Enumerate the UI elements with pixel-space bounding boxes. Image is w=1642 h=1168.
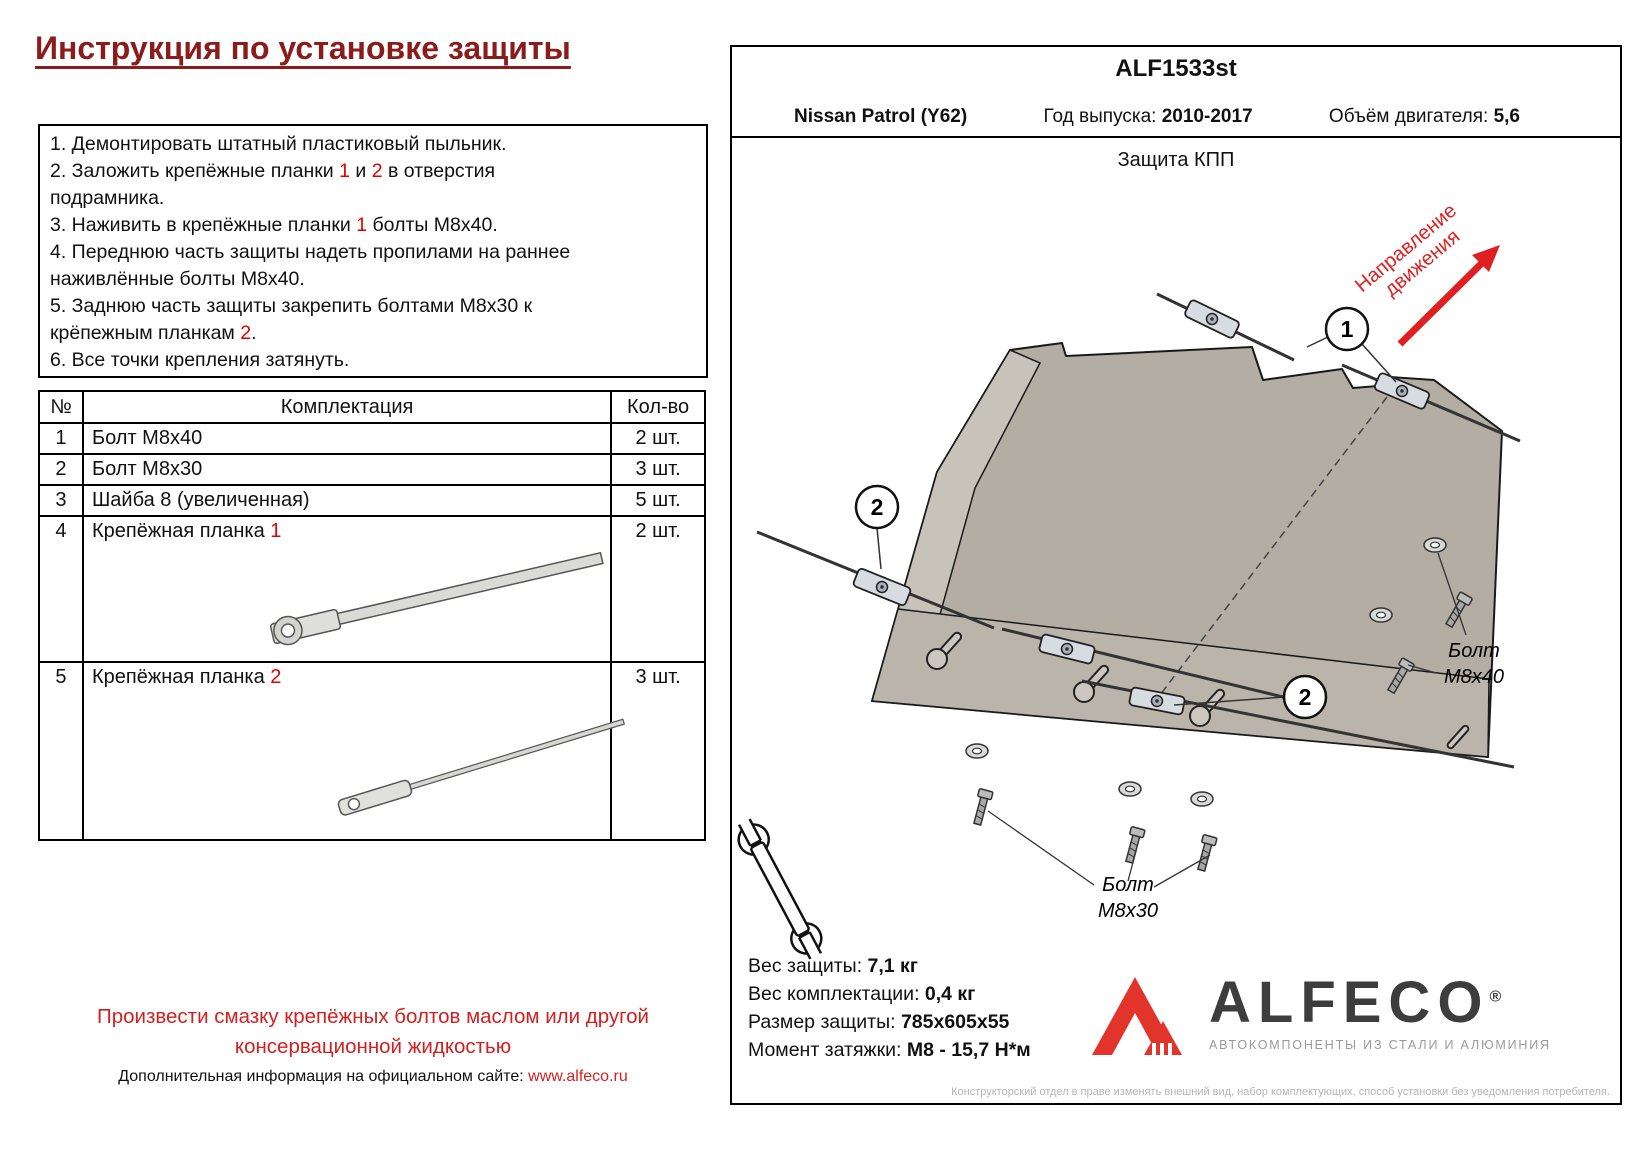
table-row: 4 Крепёжная планка 1 2 шт. [38, 515, 706, 663]
mounting-strip-top-right [1341, 363, 1521, 443]
bolt-m8x30 [1124, 826, 1146, 864]
stat-size: Размер защиты: 785x605x55 [748, 1011, 1010, 1033]
bolt-m8x30-label: Болт М8х30 [1098, 874, 1158, 922]
table-row: 1 Болт М8х40 2 шт. [38, 422, 706, 455]
alfeco-logo: ALFECO® АВТОКОМПОНЕНТЫ ИЗ СТАЛИ И АЛЮМИН… [1090, 970, 1551, 1058]
side-slot [1446, 724, 1470, 750]
svg-text:2: 2 [871, 494, 884, 520]
bracket-strip-2-image [337, 718, 626, 816]
washer [965, 743, 989, 759]
site-link[interactable]: www.alfeco.ru [528, 1068, 628, 1085]
stat-weight: Вес защиты: 7,1 кг [748, 955, 918, 977]
svg-text:1: 1 [1341, 316, 1354, 342]
bolt-m8x30 [1196, 834, 1218, 872]
washer [1423, 537, 1447, 553]
bolt-m8x40 [1444, 591, 1473, 629]
direction-arrow: Направление движения [1351, 196, 1500, 347]
mounting-strip-middle [1001, 627, 1313, 706]
bolt-m8x40 [1386, 657, 1415, 695]
drawing-title: Защита КПП [1117, 149, 1235, 171]
lubrication-note: Произвести смазку крепёжных болтов масло… [96, 1005, 650, 1058]
vehicle-model: Nissan Patrol (Y62) [794, 105, 968, 127]
svg-text:Болт: Болт [1448, 640, 1500, 662]
instruction-step-1: 1. Демонтировать штатный пластиковый пыл… [50, 133, 507, 155]
production-years: Год выпуска: 2010-2017 [1043, 105, 1253, 127]
instruction-step-6: 6. Все точки крепления затянуть. [50, 349, 350, 371]
callout-1: 1 [1306, 306, 1397, 383]
bracket-strip-1-image [269, 551, 604, 646]
protection-plate [871, 342, 1503, 758]
mounting-strip-top-left [1156, 292, 1295, 362]
instruction-step-4: 4. Переднюю часть защиты надеть пропилам… [50, 241, 571, 290]
part-code: ALF1533st [1115, 55, 1237, 82]
mounting-strip-left [756, 530, 995, 630]
svg-text:М8х40: М8х40 [1444, 666, 1504, 688]
direction-label: Направление движения [1351, 196, 1479, 314]
parts-table-header: № Комплектация Кол-во [38, 390, 706, 424]
stat-kit-weight: Вес комплектации: 0,4 кг [748, 983, 976, 1005]
svg-text:Болт: Болт [1102, 874, 1154, 896]
svg-text:М8х30: М8х30 [1098, 900, 1158, 922]
engine-volume: Объём двигателя: 5,6 [1328, 105, 1520, 127]
instruction-step-5: 5. Заднюю часть защиты закрепить болтами… [50, 295, 533, 344]
washer [1190, 791, 1214, 807]
svg-text:2: 2 [1299, 684, 1312, 710]
col-qty: Кол-во [610, 390, 706, 424]
col-num: № [38, 390, 84, 424]
registered-mark: ® [1489, 988, 1502, 1006]
bolt-m8x40-label: Болт М8х40 [1444, 640, 1504, 688]
alfeco-tagline: АВТОКОМПОНЕНТЫ ИЗ СТАЛИ И АЛЮМИНИЯ [1209, 1037, 1551, 1052]
col-name: Комплектация [81, 390, 613, 424]
site-info: Дополнительная информация на официальном… [118, 1068, 628, 1085]
wrench-icon [737, 815, 823, 963]
instruction-step-3: 3. Наживить в крепёжные планки 1 болты М… [50, 214, 498, 236]
spec-stats: Вес защиты: 7,1 кг Вес комплектации: 0,4… [748, 952, 1031, 1064]
callout-2-left: 2 [854, 484, 900, 570]
keyhole-slot [1073, 664, 1110, 703]
table-row: 3 Шайба 8 (увеличенная) 5 шт. [38, 484, 706, 517]
bolt-m8x30 [972, 788, 994, 826]
instruction-step-2: 2. Заложить крепёжные планки 1 и 2 в отв… [50, 160, 496, 209]
spec-panel: ALF1533st Nissan Patrol (Y62) Год выпуск… [730, 45, 1622, 1105]
alignment-dashed-line [1159, 396, 1388, 696]
vehicle-meta: Nissan Patrol (Y62) Год выпуска: 2010-20… [732, 97, 1620, 138]
mounting-strip-bottom [1081, 679, 1515, 769]
callout-2-right: 2 [1173, 674, 1328, 720]
table-row: 2 Болт М8х30 3 шт. [38, 453, 706, 486]
washer [1369, 607, 1393, 623]
alfeco-logo-icon [1092, 977, 1182, 1055]
parts-table: № Комплектация Кол-во 1 Болт М8х40 2 шт.… [38, 390, 706, 841]
technical-drawing: Болт М8х40 Болт М8х30 1 2 [737, 196, 1521, 963]
table-row: 5 Крепёжная планка 2 3 шт. [38, 661, 706, 841]
disclaimer: Конструкторский отдел в праве изменять в… [951, 1086, 1610, 1098]
alfeco-wordmark: ALFECO® [1209, 970, 1502, 1035]
stat-torque: Момент затяжки: М8 - 15,7 Н*м [748, 1039, 1031, 1061]
page-title: Инструкция по установке защиты [35, 30, 571, 66]
instructions-box: 1. Демонтировать штатный пластиковый пыл… [38, 124, 708, 378]
keyhole-slot [926, 631, 963, 670]
washer [1118, 781, 1142, 797]
